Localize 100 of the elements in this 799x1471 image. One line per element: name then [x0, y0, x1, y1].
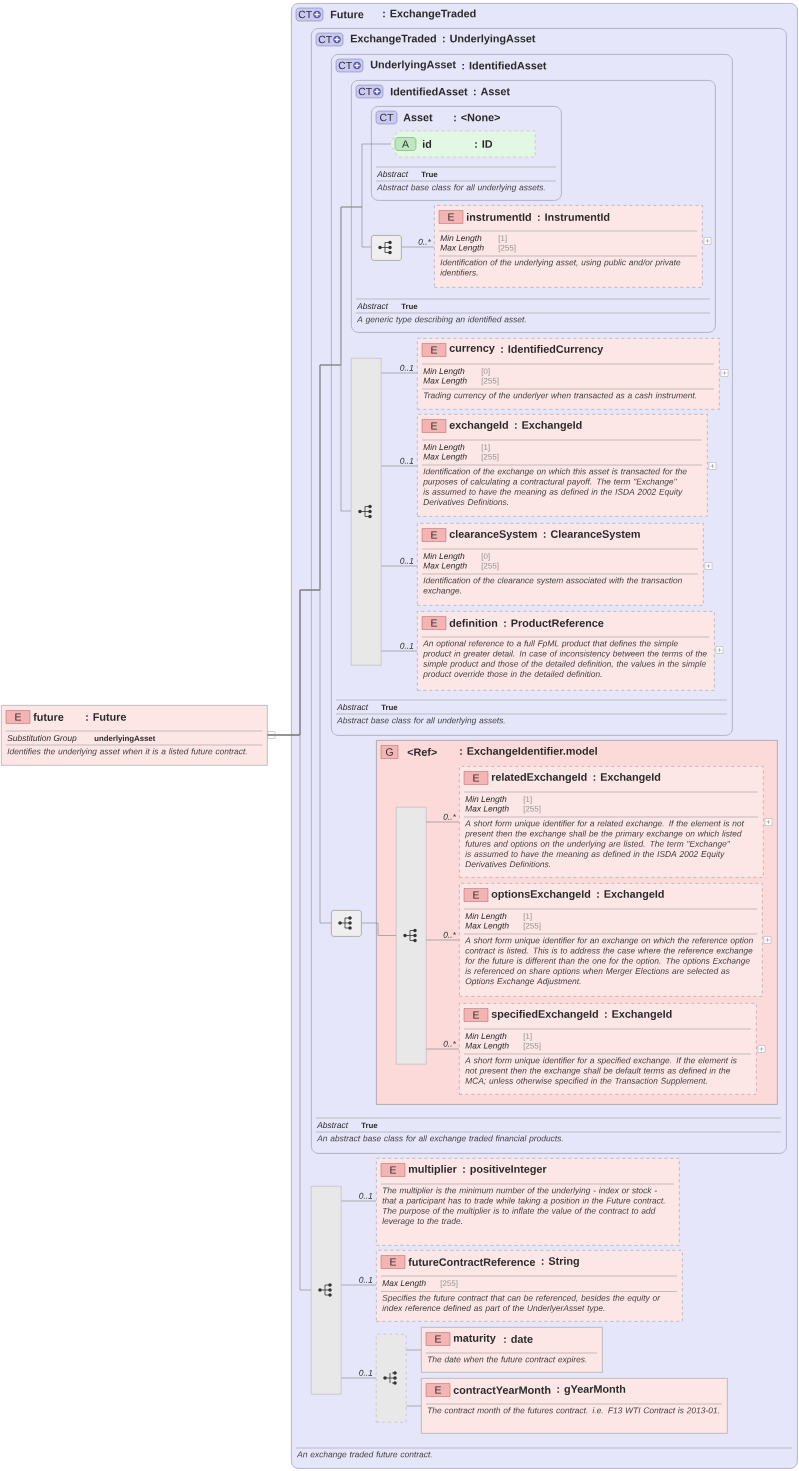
- type-label: : UnderlyingAsset: [443, 34, 536, 45]
- type-badge: E: [380, 1255, 406, 1269]
- type-badge: E: [425, 1383, 451, 1397]
- name-label: <Ref>: [407, 748, 437, 756]
- connector-line: [381, 650, 418, 652]
- description: A short form unique identifier for an exchange on which the reference option contract is listed. This is to address the case where the reference exchange for the future is different than the one for the option. The options Exchange is referenced on share options when Merger Elections are selected as Options Exchange Adjustment.: [464, 937, 753, 986]
- facet-label: Max Length: [465, 922, 509, 931]
- facet-value: [255]: [523, 1042, 541, 1051]
- type-badge: CT: [375, 110, 398, 125]
- description: An exchange traded future contract.: [296, 1451, 432, 1460]
- attribute-box: [390, 130, 536, 158]
- connector-line: [361, 922, 397, 936]
- description: Identification of the underlying asset, using public and/or private identifiers.: [440, 259, 681, 276]
- facet-label: Max Length: [423, 453, 467, 462]
- type-badge: E: [421, 528, 447, 542]
- element-box: [434, 205, 712, 288]
- name-label: Future: [330, 10, 364, 19]
- description: Identification of the clearance system associated with the transaction exchange.: [423, 577, 682, 596]
- type-badge: E: [421, 419, 447, 433]
- type-label: : ExchangeTraded: [383, 9, 476, 20]
- facet-label: Min Length: [465, 795, 507, 804]
- type-label: : gYearMonth: [557, 1384, 626, 1396]
- facet-label: Max Length: [465, 805, 509, 814]
- connector-line: [426, 1048, 460, 1050]
- type-label: : IdentifiedCurrency: [501, 344, 604, 356]
- facet-value: [255]: [481, 377, 499, 386]
- facet-value: [255]: [498, 244, 516, 253]
- description: A short form unique identifier for a specified exchange. If the element is not present then the exchange shall be default terms as defined in the MCA; unless otherwise specified in the Transaction Supplement.: [464, 1057, 737, 1086]
- facet-label: Max Length: [423, 377, 467, 386]
- facet-value: [0]: [481, 553, 490, 561]
- element-box: [421, 1378, 728, 1434]
- facet-label: Min Length: [423, 443, 465, 452]
- connector-line: [381, 565, 418, 567]
- description: The contract month of the futures contract. i.e. F13 WTI Contract is 2013-01.: [427, 1407, 719, 1414]
- type-badge: A: [394, 137, 417, 151]
- connector-line: [267, 734, 312, 1291]
- type-badge: E: [421, 343, 447, 357]
- type-label: : ExchangeId: [597, 889, 664, 901]
- type-badge: E: [5, 710, 31, 724]
- multiplicity-label: 0..*: [418, 238, 432, 245]
- type-badge: CT: [315, 32, 344, 47]
- description: Trading currency of the underlyer when transacted as a cash instrument.: [423, 392, 697, 401]
- type-badge: CT: [335, 58, 364, 73]
- name-label: IdentifiedAsset: [390, 87, 468, 96]
- property-label: Abstract: [376, 170, 409, 178]
- connector-line: [406, 1349, 422, 1351]
- multiplicity-label: 0..*: [443, 1040, 457, 1047]
- name-label: specifiedExchangeId: [491, 1009, 598, 1021]
- element-box: [421, 1327, 603, 1373]
- facet-value: [255]: [481, 562, 499, 571]
- multiplicity-label: 0..1: [400, 642, 414, 649]
- type-label: : Asset: [474, 87, 510, 96]
- name-label: maturity: [453, 1333, 496, 1345]
- type-label: : positiveInteger: [463, 1164, 547, 1176]
- element-box: [417, 523, 713, 606]
- type-badge: E: [463, 771, 489, 785]
- element-box: [417, 338, 729, 410]
- element-box: [376, 1158, 680, 1246]
- type-label: : IdentifiedAsset: [462, 61, 547, 70]
- multiplicity-label: 0..1: [400, 557, 414, 564]
- description: Abstract base class for all underlying assets.: [336, 717, 505, 726]
- name-label: currency: [449, 346, 495, 355]
- type-badge: G: [380, 745, 399, 759]
- description: A short form unique identifier for a related exchange. If the element is not present then the exchange shall be the primary exchange on which listed futures and options on the underlying are listed. The term "Exchange" is assumed to have the meaning as defined in the ISDA 2002 Equity Derivatives Definitions.: [464, 820, 745, 868]
- description: The date when the future contract expires.: [427, 1356, 587, 1365]
- type-label: : date: [504, 1335, 533, 1343]
- description: The multiplier is the minimum number of the underlying - index or stock - that a participant has to trade while taking a position in the Future contract. The purpose of the multiplier is to inflate the value of the contract to add leverage to the trade.: [382, 1187, 665, 1226]
- facet-value: [1]: [498, 235, 507, 243]
- facet-label: Max Length: [465, 1042, 509, 1051]
- type-label: : Future: [86, 713, 127, 721]
- type-badge: E: [438, 210, 464, 224]
- type-label: : ID: [475, 140, 493, 148]
- facet-label: Min Length: [440, 234, 482, 243]
- connector-line: [406, 1405, 422, 1407]
- type-label: : <None>: [454, 113, 500, 122]
- type-badge: E: [425, 1332, 451, 1346]
- name-label: UnderlyingAsset: [370, 60, 456, 71]
- element-box: [1, 705, 276, 766]
- facet-label: Min Length: [423, 367, 465, 376]
- element-box: [417, 611, 724, 691]
- connector-line: [341, 1200, 377, 1202]
- facet-label: Min Length: [465, 1032, 507, 1041]
- type-badge: CT: [295, 7, 324, 22]
- name-label: Asset: [403, 113, 433, 122]
- element-box: [376, 1250, 683, 1322]
- description: An abstract base class for all exchange traded financial products.: [316, 1135, 563, 1144]
- type-label: : ExchangeId: [515, 420, 582, 432]
- facet-value: [1]: [523, 1033, 532, 1041]
- facet-value: [255]: [523, 805, 541, 814]
- type-label: : InstrumentId: [538, 213, 610, 221]
- facet-label: Max Length: [440, 244, 484, 253]
- description: Abstract base class for all underlying assets.: [376, 184, 545, 193]
- name-label: definition: [449, 619, 498, 627]
- element-box: [459, 1003, 766, 1095]
- name-label: optionsExchangeId: [491, 889, 591, 901]
- facet-label: Min Length: [423, 552, 465, 561]
- name-label: clearanceSystem: [449, 529, 537, 541]
- description: Identifies the underlying asset when it is a listed future contract.: [7, 748, 247, 757]
- multiplicity-label: 0..1: [359, 1369, 373, 1376]
- facet-label: Max Length: [423, 562, 467, 571]
